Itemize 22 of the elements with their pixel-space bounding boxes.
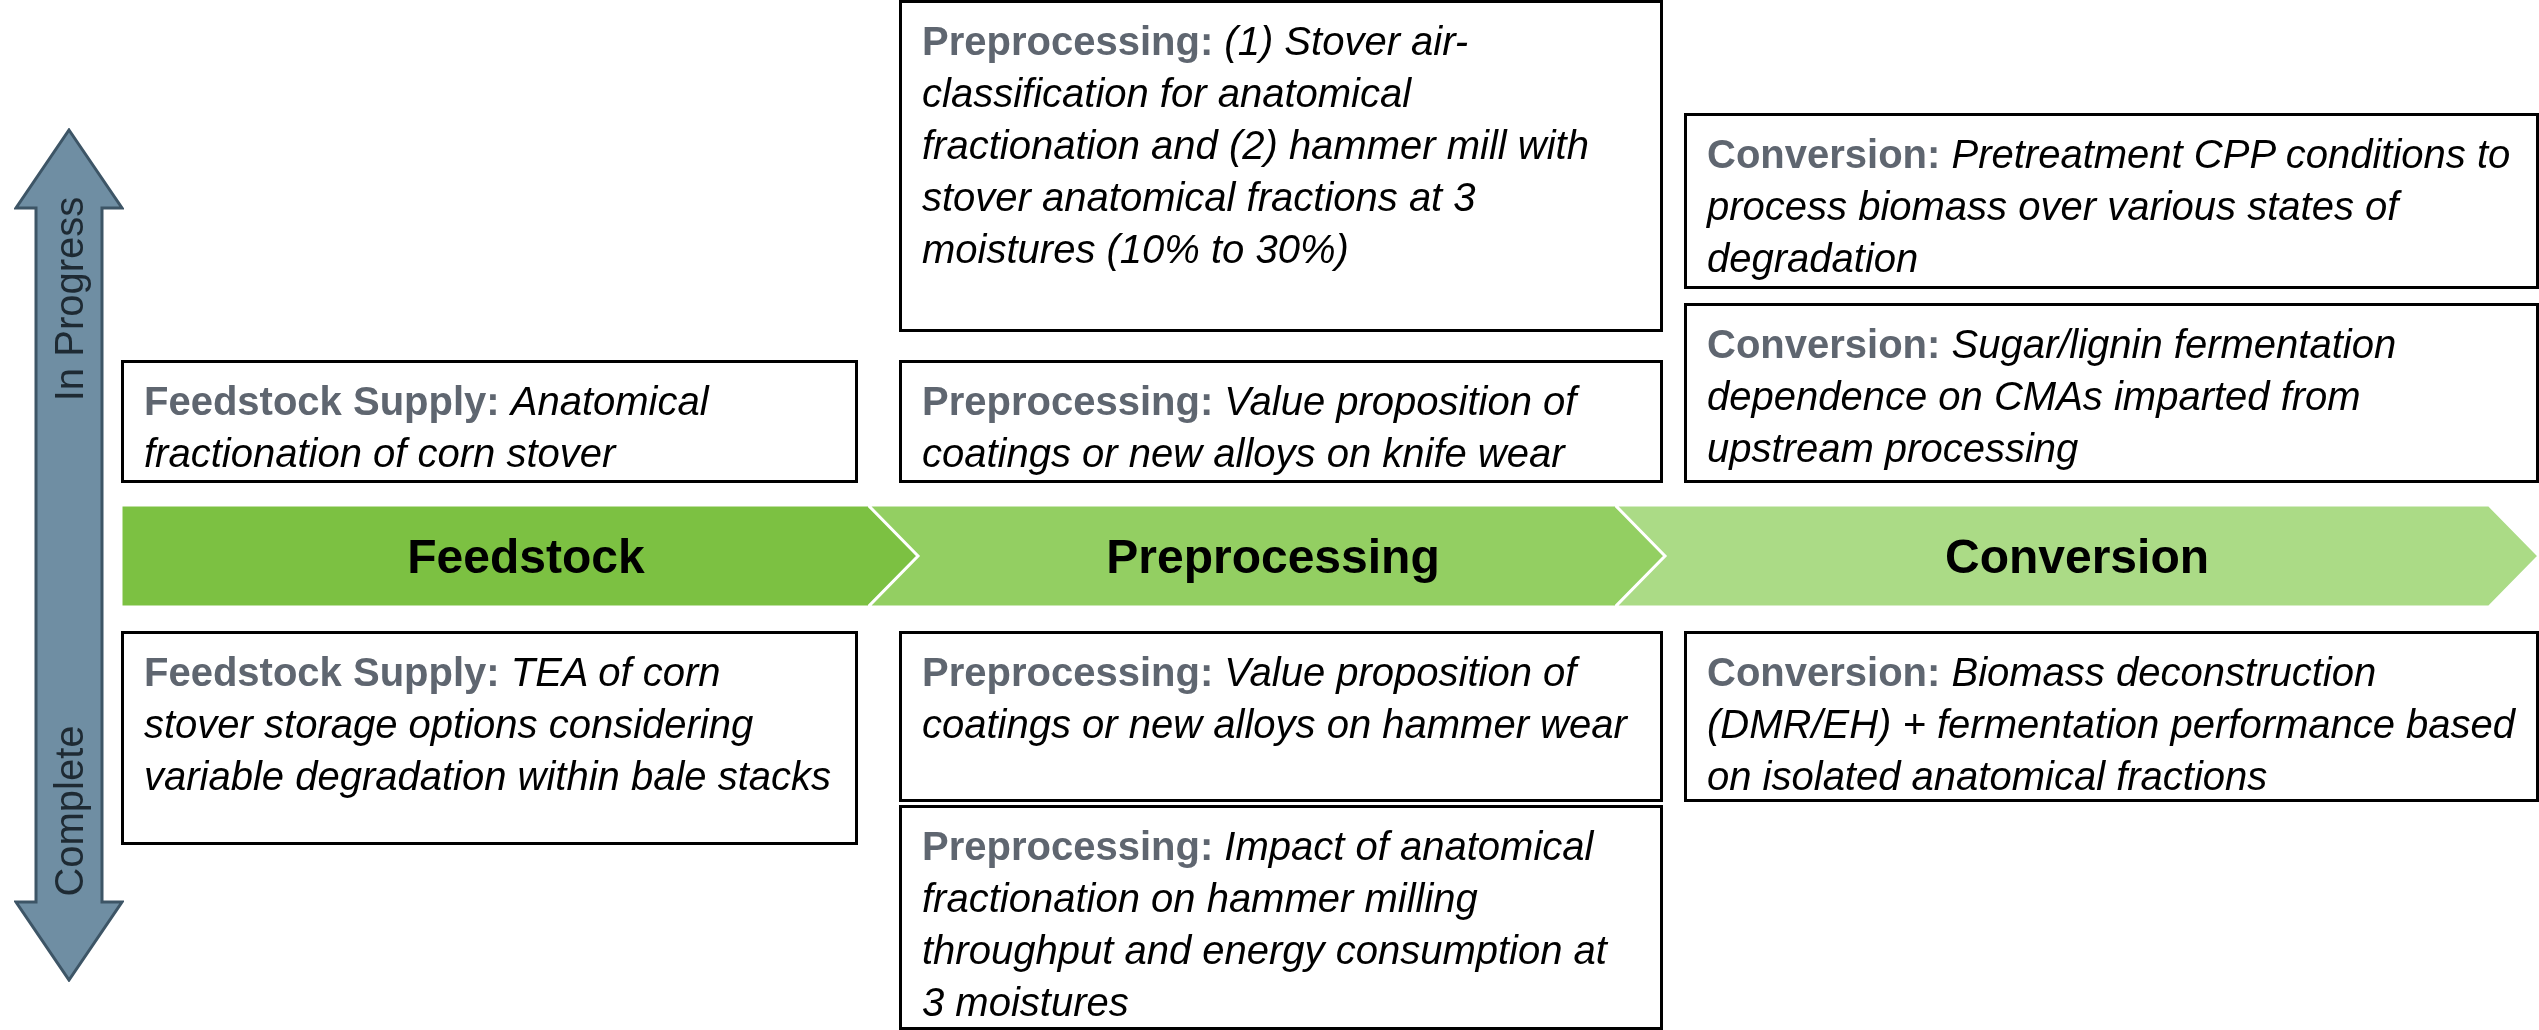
note-text: Preprocessing: Value proposition of coatings or new alloys on hammer wear: [922, 649, 1629, 748]
note-box: [899, 631, 1663, 802]
note-text: Feedstock Supply: Anatomical fractionation of corn stover: [144, 378, 711, 477]
note-text: Preprocessing: (1) Stover air-classification for anatomical fractionation and (2) hammer mill with stover anatomical fractions at 3 moistures (10% to 30%): [922, 18, 1590, 273]
note-box: [1684, 631, 2539, 802]
note-text: Conversion: Biomass deconstruction (DMR/EH) + fermentation performance based on isolated anatomical fractions: [1707, 649, 2516, 800]
note-text: Preprocessing: Impact of anatomical fractionation on hammer milling throughput and energy consumption at 3 moistures: [922, 823, 1609, 1026]
note-text: Conversion: Pretreatment CPP conditions to process biomass over various states of degradation: [1707, 131, 2512, 282]
note-box: [1684, 303, 2539, 483]
note-text: Preprocessing: Value proposition of coatings or new alloys on knife wear: [922, 375, 1640, 479]
axis-label: In Progress: [46, 196, 92, 402]
note-text: Conversion: Sugar/lignin fermentation dependence on CMAs imparted from upstream processing: [1707, 321, 2398, 472]
note-box: [899, 805, 1663, 1030]
note-box: [899, 0, 1663, 332]
note-box: [121, 631, 858, 845]
stage-label: Preprocessing: [1106, 528, 1440, 584]
axis-label: Complete: [46, 725, 92, 897]
note-box: [121, 360, 858, 483]
note-box: [899, 360, 1663, 483]
stage-label: Conversion: [1945, 528, 2209, 584]
note-box: [1684, 113, 2539, 289]
note-text: Feedstock Supply: TEA of corn stover storage options considering variable degradation within bale stacks: [144, 649, 833, 800]
